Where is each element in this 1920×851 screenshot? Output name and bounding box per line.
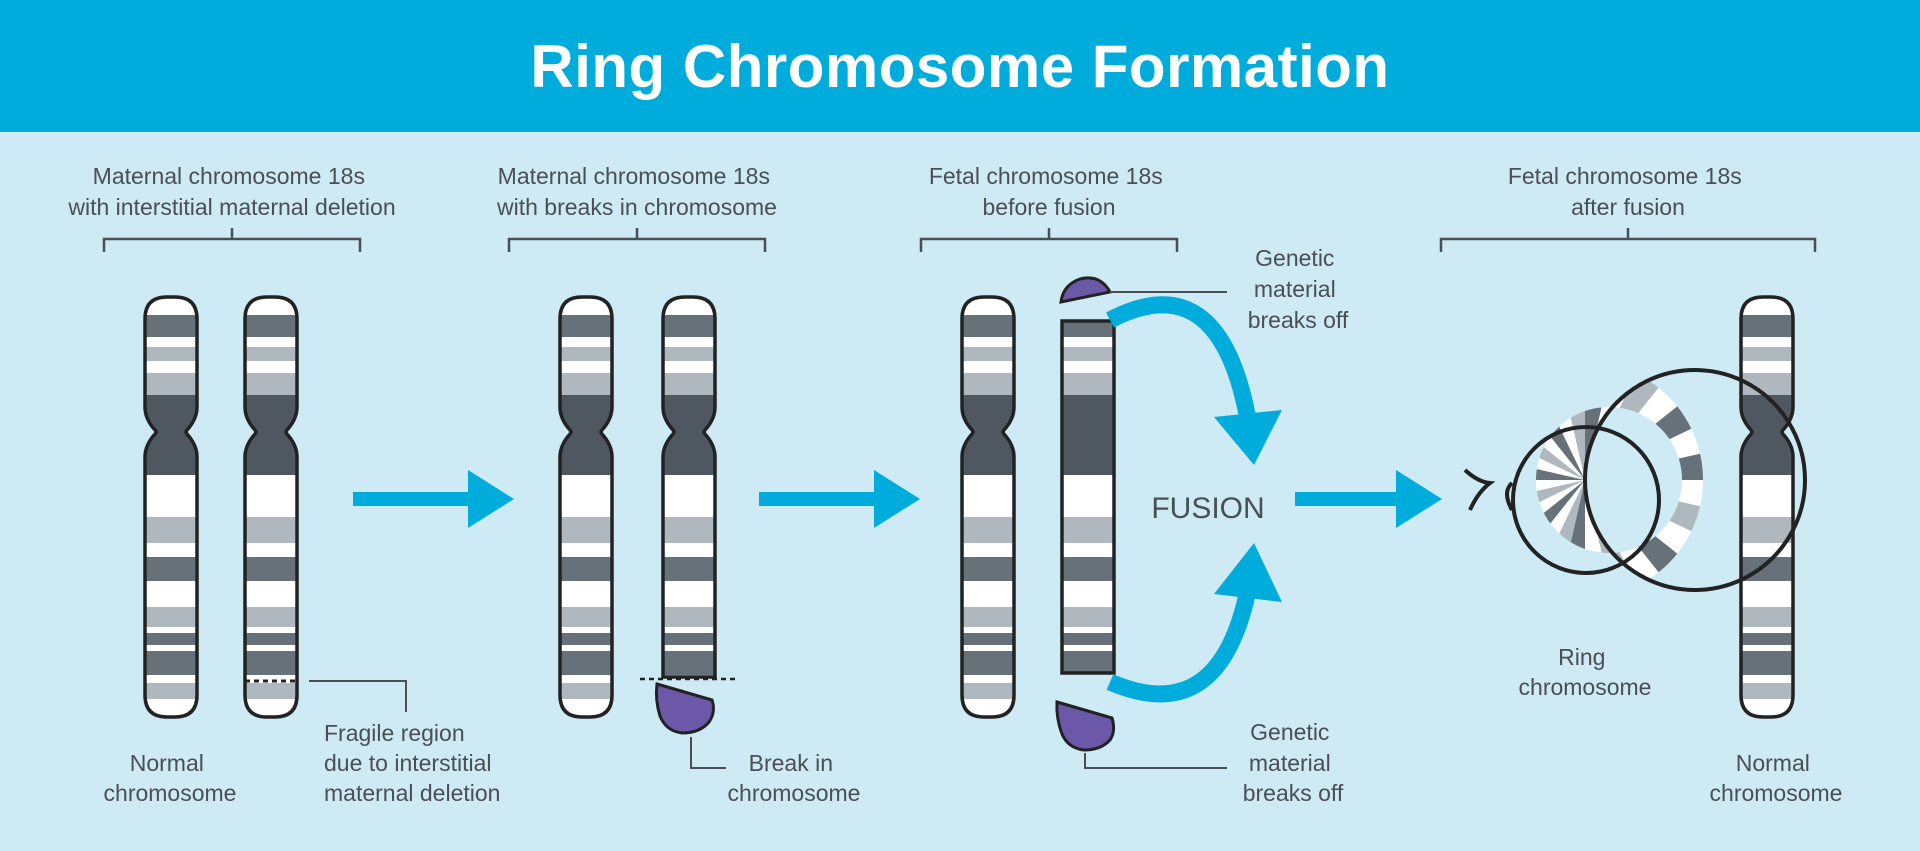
fragment-top [1059,276,1113,304]
breaks-off-bottom-leader [1084,753,1227,769]
normal-chromosome-label-left: Normal chromosome [104,750,237,806]
right-arrow-icon [759,470,920,528]
chromosome-normal-right [1739,295,1795,719]
broken-fragment-stage2 [654,682,715,735]
stage-bracket-4 [1439,228,1817,252]
stage-bracket-1 [102,228,362,252]
chromosome-normal-left [143,295,199,719]
fragment-bottom [1055,700,1116,752]
stage-3-heading: Fetal chromosome 18s before fusion [929,163,1169,220]
break-label: Break in chromosome [728,750,861,806]
ring-chromosome-label: Ring chromosome [1519,644,1652,700]
fragile-region-label: Fragile region due to interstitial mater… [324,720,500,806]
fragile-leader [309,680,407,712]
curved-arrow-icon [1106,296,1282,465]
stage-bracket-3 [919,228,1179,252]
normal-chromosome-label-right: Normal chromosome [1710,750,1843,806]
stage-1-heading: Maternal chromosome 18s with interstitia… [67,163,395,220]
chromosome-fragile [243,295,299,719]
break-leader [690,737,726,769]
chromosome-fetal-normal [960,295,1016,719]
chromosome-maternal-broken [661,295,717,679]
stage-4-heading: Fetal chromosome 18s after fusion [1508,163,1748,220]
right-arrow-icon [1295,470,1442,528]
fusion-label: FUSION [1151,492,1264,525]
stage-bracket-2 [507,228,767,252]
stage-2-heading: Maternal chromosome 18s with breaks in c… [496,163,777,220]
breaks-off-top-label: Genetic material breaks off [1248,245,1349,333]
curved-arrow-icon [1106,543,1282,703]
chromosome-maternal-normal [558,295,614,719]
right-arrow-icon [353,470,514,528]
title-bar: Ring Chromosome Formation [0,0,1920,132]
breaks-off-bottom-label: Genetic material breaks off [1243,719,1344,806]
chromosome-fetal-truncated [1060,319,1116,675]
page-title: Ring Chromosome Formation [530,32,1390,100]
